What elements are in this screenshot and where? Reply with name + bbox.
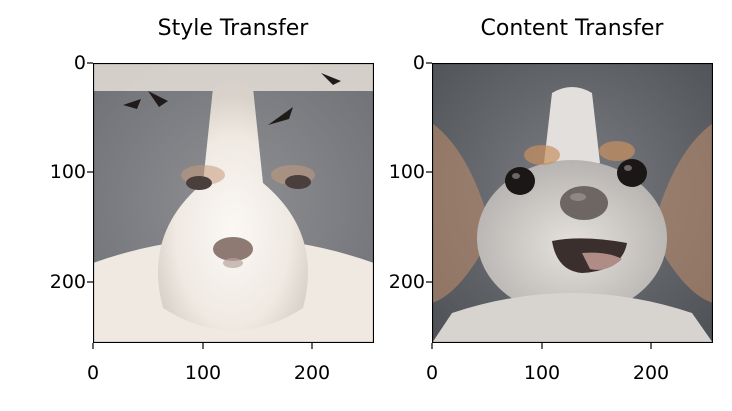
style-transfer-image [93, 63, 374, 343]
content-transfer-image [432, 63, 713, 343]
panel-title-content-transfer: Content Transfer [480, 16, 664, 41]
y-tick-label: 100 [388, 161, 425, 183]
x-tick-label: 0 [425, 362, 439, 384]
y-tick-label: 0 [412, 52, 425, 74]
y-tick-label: 200 [49, 271, 86, 293]
y-tick-label: 0 [73, 52, 86, 74]
y-tick-label: 200 [388, 271, 425, 293]
x-tick-label: 200 [632, 362, 670, 384]
y-tick-label: 100 [49, 161, 86, 183]
x-tick-label: 100 [523, 362, 561, 384]
content-transfer-axes [426, 62, 652, 349]
x-tick-label: 0 [86, 362, 100, 384]
panel-title-style-transfer: Style Transfer [157, 16, 309, 41]
style-transfer-axes [87, 62, 313, 349]
x-tick-label: 200 [293, 362, 331, 384]
x-tick-label: 100 [184, 362, 222, 384]
